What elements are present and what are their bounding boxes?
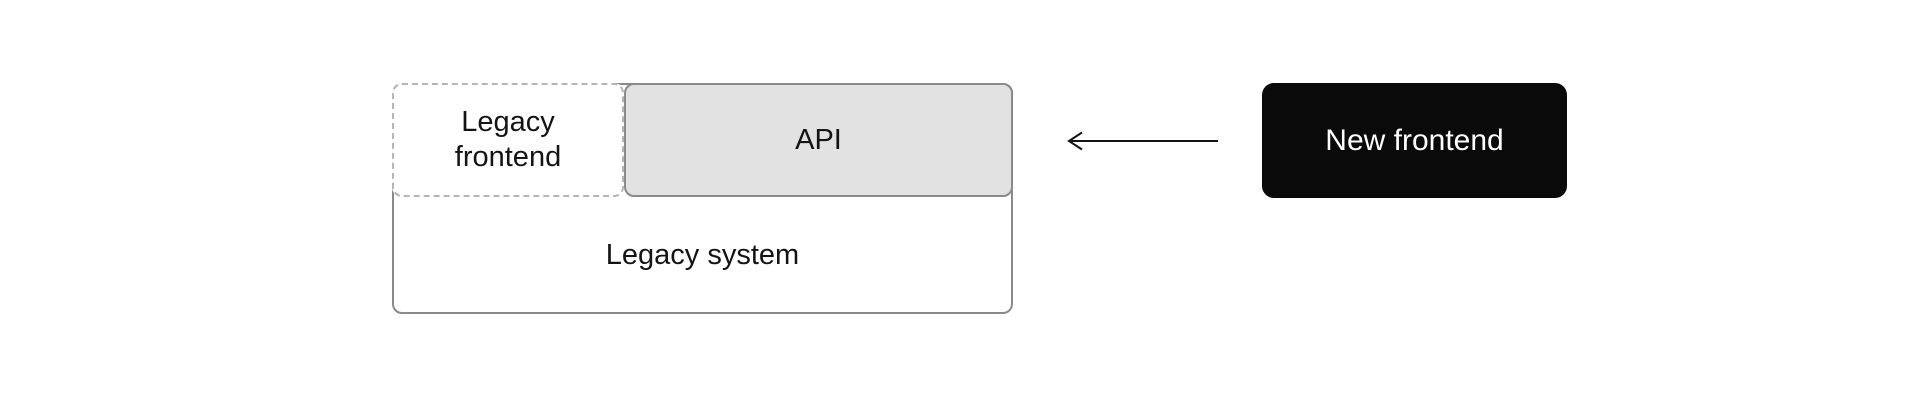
legacy-frontend-box: Legacy frontend <box>392 83 624 197</box>
api-box: API <box>624 83 1013 197</box>
legacy-system-label: Legacy system <box>605 239 800 272</box>
legacy-frontend-label: Legacy frontend <box>454 106 562 173</box>
left-arrow-icon <box>1067 131 1218 151</box>
api-label: API <box>795 123 842 156</box>
new-frontend-box: New frontend <box>1262 83 1567 198</box>
new-frontend-label: New frontend <box>1325 123 1504 157</box>
